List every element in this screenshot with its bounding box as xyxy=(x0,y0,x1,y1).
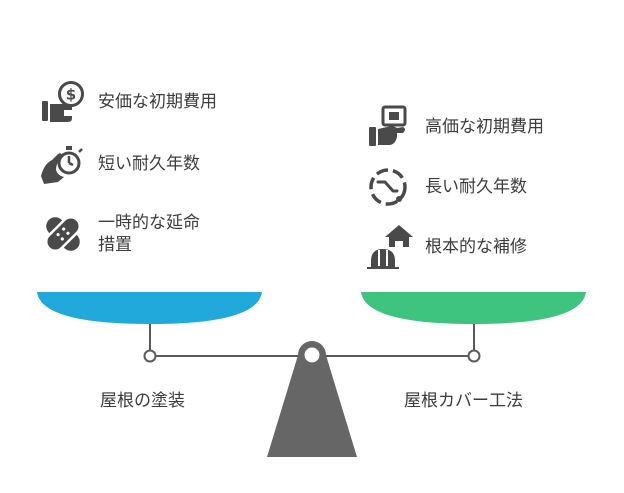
left-beam-joint xyxy=(143,349,157,363)
right-item-1: 高価な初期費用 xyxy=(365,103,544,149)
left-item-1: $ 安価な初期費用 xyxy=(38,80,217,126)
right-beam-joint xyxy=(467,349,481,363)
hand-stopwatch-icon xyxy=(38,140,88,186)
scale-fulcrum xyxy=(267,352,357,457)
left-item-3: 一時的な延命 措置 xyxy=(38,210,200,256)
svg-text:$: $ xyxy=(66,86,76,104)
right-caption: 屋根カバー工法 xyxy=(404,391,523,411)
left-item-3-label: 一時的な延命 措置 xyxy=(98,213,200,255)
right-item-2-label: 長い耐久年数 xyxy=(425,177,527,197)
right-item-2: 長い耐久年数 xyxy=(365,164,527,210)
left-item-2: 短い耐久年数 xyxy=(38,140,200,186)
hand-money-icon xyxy=(365,103,415,149)
right-item-3: 根本的な補修 xyxy=(365,223,527,269)
house-helmet-icon xyxy=(365,223,415,269)
wallet-dollar-icon: $ xyxy=(38,80,88,126)
left-caption: 屋根の塗装 xyxy=(100,391,185,411)
left-pan xyxy=(37,292,262,324)
right-item-3-label: 根本的な補修 xyxy=(425,237,527,257)
left-item-2-label: 短い耐久年数 xyxy=(98,154,200,174)
bandage-icon xyxy=(38,210,88,256)
right-pan xyxy=(361,292,586,324)
dashed-clock-icon xyxy=(365,164,415,210)
left-item-1-label: 安価な初期費用 xyxy=(98,92,217,112)
right-item-1-label: 高価な初期費用 xyxy=(425,117,544,137)
fulcrum-pivot xyxy=(304,347,320,363)
